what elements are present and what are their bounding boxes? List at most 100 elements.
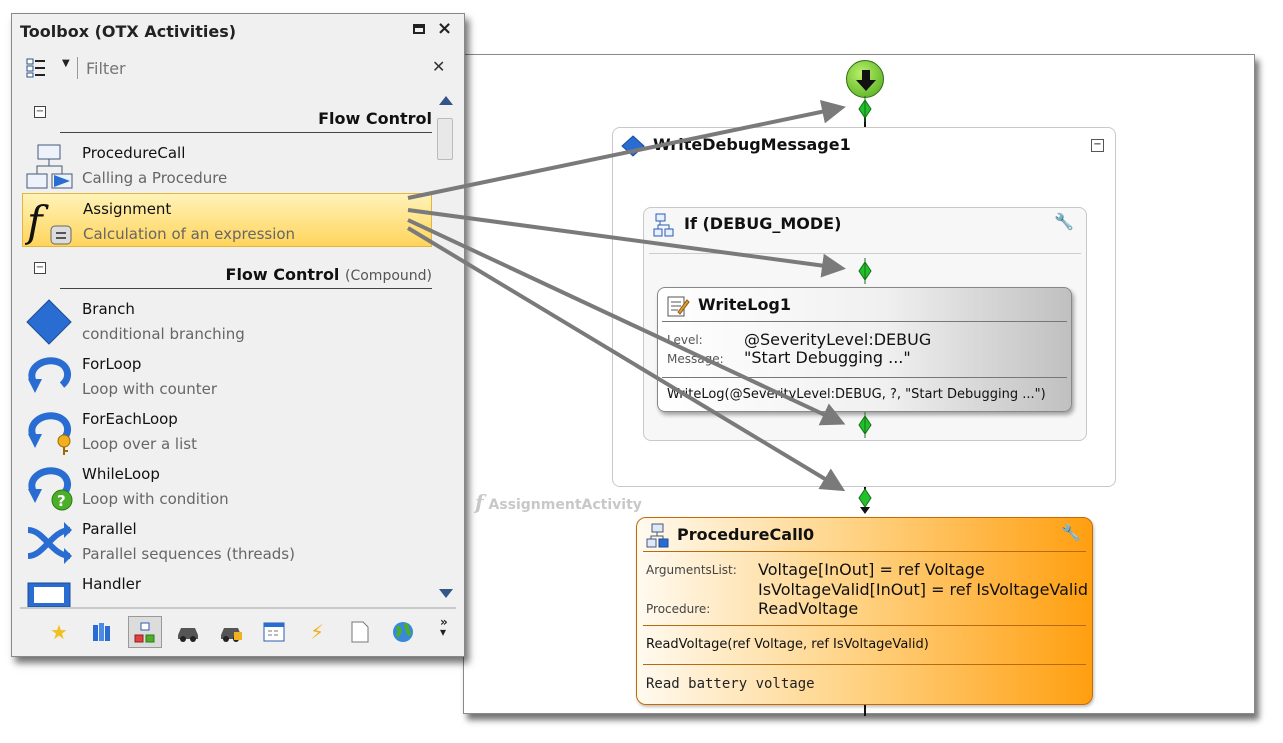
list-item-assignment[interactable]: f Assignment Calculation of an expressio… [22, 193, 432, 247]
wrench-icon[interactable]: 🔧 [1061, 523, 1081, 542]
list-item-whileloop[interactable]: ? WhileLoop Loop with condition [22, 459, 432, 513]
item-name: Branch [82, 300, 135, 318]
writelog-summary: WriteLog(@SeverityLevel:DEBUG, ?, "Start… [667, 387, 1046, 402]
divider [643, 664, 1086, 665]
svg-text:?: ? [57, 492, 66, 510]
category-bar: ★ ⚡ »▾ [12, 611, 464, 655]
group-divider [60, 288, 432, 289]
branch-icon [26, 299, 72, 345]
item-description: conditional branching [82, 325, 245, 343]
message-label: Message: [667, 352, 724, 366]
activity-list: − Flow Control ProcedureCall Calling a P… [20, 92, 432, 607]
procedure-label: Procedure: [646, 602, 711, 616]
divider [643, 625, 1086, 626]
assignment-ghost-icon: f [475, 490, 484, 514]
collapse-toggle[interactable]: − [1091, 139, 1104, 152]
item-description: Loop with condition [82, 490, 229, 508]
divider [662, 377, 1067, 378]
handler-icon [27, 582, 71, 607]
filter-input[interactable] [82, 56, 420, 80]
toolbox-panel: Toolbox (OTX Activities) × ▼ ✕ − Flow Co… [11, 13, 465, 657]
document-icon[interactable] [343, 616, 377, 648]
group-collapse-toggle[interactable]: − [34, 262, 46, 274]
item-name: ForLoop [82, 355, 142, 373]
divider [662, 321, 1067, 322]
list-item-forloop[interactable]: ForLoop Loop with counter [22, 349, 432, 403]
item-name: ProcedureCall [82, 144, 186, 162]
procedure-call-node[interactable]: ProcedureCall0 🔧 ArgumentsList: Voltage[… [636, 517, 1093, 705]
vertical-scrollbar[interactable] [436, 96, 454, 602]
more-categories-icon[interactable]: »▾ [440, 615, 448, 639]
level-value: @SeverityLevel:DEBUG [744, 330, 932, 349]
arguments-label: ArgumentsList: [646, 563, 737, 577]
item-name: WhileLoop [82, 465, 160, 483]
procedure-call-title: ProcedureCall0 [677, 525, 815, 544]
separator [77, 57, 78, 79]
start-node-icon[interactable] [846, 60, 884, 98]
item-name: ForEachLoop [82, 410, 178, 428]
star-icon[interactable]: ★ [50, 620, 68, 644]
parallel-icon [27, 522, 72, 564]
if-icon [653, 213, 674, 237]
sequence-title: WriteDebugMessage1 [653, 135, 851, 154]
if-title: If (DEBUG_MODE) [684, 214, 842, 233]
arguments-value-2: IsVoltageValid[InOut] = ref IsVoltageVal… [758, 580, 1088, 599]
item-description: Calling a Procedure [82, 169, 228, 187]
level-label: Level: [667, 333, 703, 347]
procedure-value: ReadVoltage [758, 599, 859, 618]
globe-icon[interactable] [386, 616, 420, 648]
maximize-icon[interactable] [413, 24, 425, 34]
wrench-icon[interactable]: 🔧 [1054, 212, 1074, 231]
assignment-icon: f [25, 198, 72, 246]
lightning-icon[interactable]: ⚡ [309, 620, 325, 644]
item-description: Loop over a list [82, 435, 197, 453]
divider [643, 551, 1086, 552]
writelog-node[interactable]: WriteLog1 Level: @SeverityLevel:DEBUG Me… [657, 287, 1072, 412]
procedure-call-comment: Read battery voltage [646, 676, 815, 692]
group-title-flow-control: Flow Control [318, 109, 432, 128]
drag-preview-assignment: f AssignmentActivity [475, 490, 642, 514]
group-collapse-toggle[interactable]: − [34, 106, 46, 118]
item-name: Parallel [82, 520, 137, 538]
drag-preview-label: AssignmentActivity [488, 497, 642, 513]
writelog-icon [667, 296, 690, 317]
scroll-up-icon[interactable] [439, 96, 453, 105]
item-name: Handler [82, 575, 142, 593]
car-lock-icon[interactable] [214, 616, 248, 648]
if-divider [649, 253, 1081, 254]
writelog-title: WriteLog1 [698, 295, 792, 314]
item-description: Calculation of an expression [83, 225, 296, 243]
for-each-loop-icon [28, 412, 72, 455]
activities-icon[interactable] [128, 616, 162, 648]
procedure-call-summary: ReadVoltage(ref Voltage, ref IsVoltageVa… [646, 637, 929, 652]
scroll-thumb[interactable] [437, 118, 453, 160]
for-loop-icon [28, 357, 72, 393]
procedure-call-icon [26, 144, 73, 189]
item-name: Assignment [83, 200, 172, 218]
car-icon[interactable] [171, 616, 205, 648]
list-item-handler[interactable]: Handler [22, 569, 432, 607]
filter-bar: ▼ ✕ [12, 54, 464, 84]
dropdown-arrow-icon[interactable]: ▼ [62, 58, 70, 69]
list-item-foreachloop[interactable]: ForEachLoop Loop over a list [22, 404, 432, 458]
library-icon[interactable] [85, 616, 119, 648]
group-title-flow-control-compound: Flow Control (Compound) [225, 265, 432, 284]
divider [20, 607, 456, 609]
while-loop-icon: ? [28, 467, 73, 511]
list-view-icon[interactable] [26, 58, 46, 78]
procedure-call-icon [646, 523, 669, 548]
calendar-window-icon[interactable] [257, 616, 291, 648]
list-item-branch[interactable]: Branch conditional branching [22, 294, 432, 348]
arguments-value-1: Voltage[InOut] = ref Voltage [758, 560, 985, 579]
close-icon[interactable]: × [437, 18, 453, 39]
svg-text:f: f [25, 198, 49, 246]
list-item-parallel[interactable]: Parallel Parallel sequences (threads) [22, 514, 432, 568]
group-divider [60, 132, 432, 133]
list-item-procedurecall[interactable]: ProcedureCall Calling a Procedure [22, 138, 432, 192]
scroll-down-icon[interactable] [439, 589, 453, 598]
sequence-icon [621, 135, 645, 157]
item-description: Loop with counter [82, 380, 218, 398]
message-value: "Start Debugging ..." [744, 348, 911, 367]
clear-filter-icon[interactable]: ✕ [432, 57, 446, 76]
toolbox-title: Toolbox (OTX Activities) [20, 22, 237, 41]
